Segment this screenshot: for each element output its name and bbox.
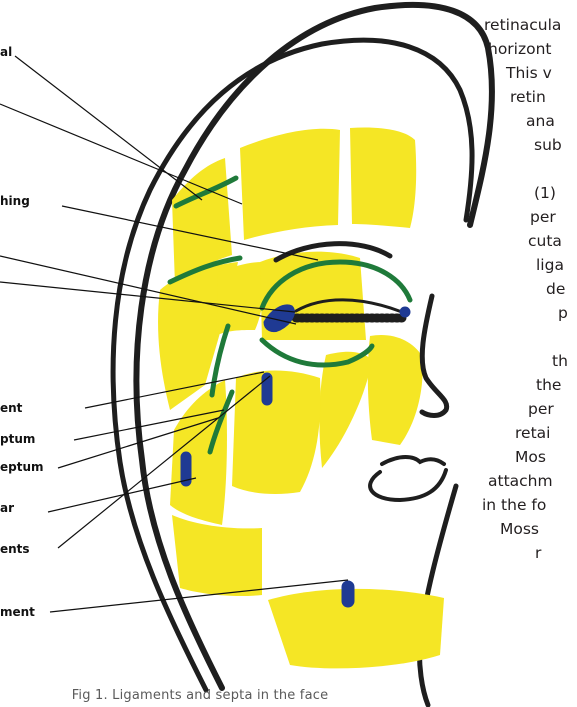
cheek-medial-fat xyxy=(368,335,423,445)
leader-1 xyxy=(15,56,202,200)
article-line-16: retai xyxy=(515,424,550,443)
article-line-17: Mos xyxy=(515,448,546,467)
article-line-2: horizont xyxy=(488,40,552,59)
lateral-orbital-fat xyxy=(215,262,264,336)
article-line-8: per xyxy=(530,208,556,227)
medial-canthus-dot xyxy=(400,307,410,317)
article-line-18: attachm xyxy=(488,472,553,491)
fat-compartments xyxy=(158,128,444,669)
article-line-19: in the fo xyxy=(482,496,546,515)
nose-line xyxy=(422,296,447,416)
article-line-6: sub xyxy=(534,136,562,155)
figure-label-5: eptum xyxy=(0,460,44,474)
article-line-9: cuta xyxy=(528,232,562,251)
forehead-right-fat xyxy=(350,128,416,229)
mandibular-ligament xyxy=(342,581,354,607)
leader-2 xyxy=(0,104,242,204)
article-line-15: per xyxy=(528,400,554,419)
article-line-5: ana xyxy=(526,112,555,131)
article-line-4: retin xyxy=(510,88,546,107)
article-line-3: This v xyxy=(506,64,552,83)
figure-caption: Fig 1. Ligaments and septa in the face xyxy=(0,688,400,703)
article-line-7: (1) xyxy=(534,184,556,203)
article-line-20: Moss xyxy=(500,520,539,539)
figure-label-8: ment xyxy=(0,605,35,619)
article-line-21: r xyxy=(535,544,541,563)
lower-lip xyxy=(370,470,446,500)
figure-label-2: hing xyxy=(0,194,30,208)
forehead-central-fat xyxy=(240,129,340,240)
figure-label-1: al xyxy=(0,45,12,59)
article-line-11: de xyxy=(546,280,565,299)
figure-label-3: ent xyxy=(0,401,22,415)
figure-label-7: ents xyxy=(0,542,30,556)
middle-cheek-fat xyxy=(232,371,320,495)
article-line-1: retinacula xyxy=(484,16,561,35)
upper-lip xyxy=(382,457,444,464)
figure-label-6: ar xyxy=(0,501,14,515)
figure-label-4: ptum xyxy=(0,432,35,446)
article-line-12: p xyxy=(558,304,568,323)
article-line-14: the xyxy=(536,376,561,395)
chin-fat xyxy=(268,589,444,669)
lower-cheek-fat xyxy=(172,515,262,596)
article-line-13: th xyxy=(552,352,568,371)
article-line-10: liga xyxy=(536,256,564,275)
nasolabial-fat xyxy=(319,352,372,468)
